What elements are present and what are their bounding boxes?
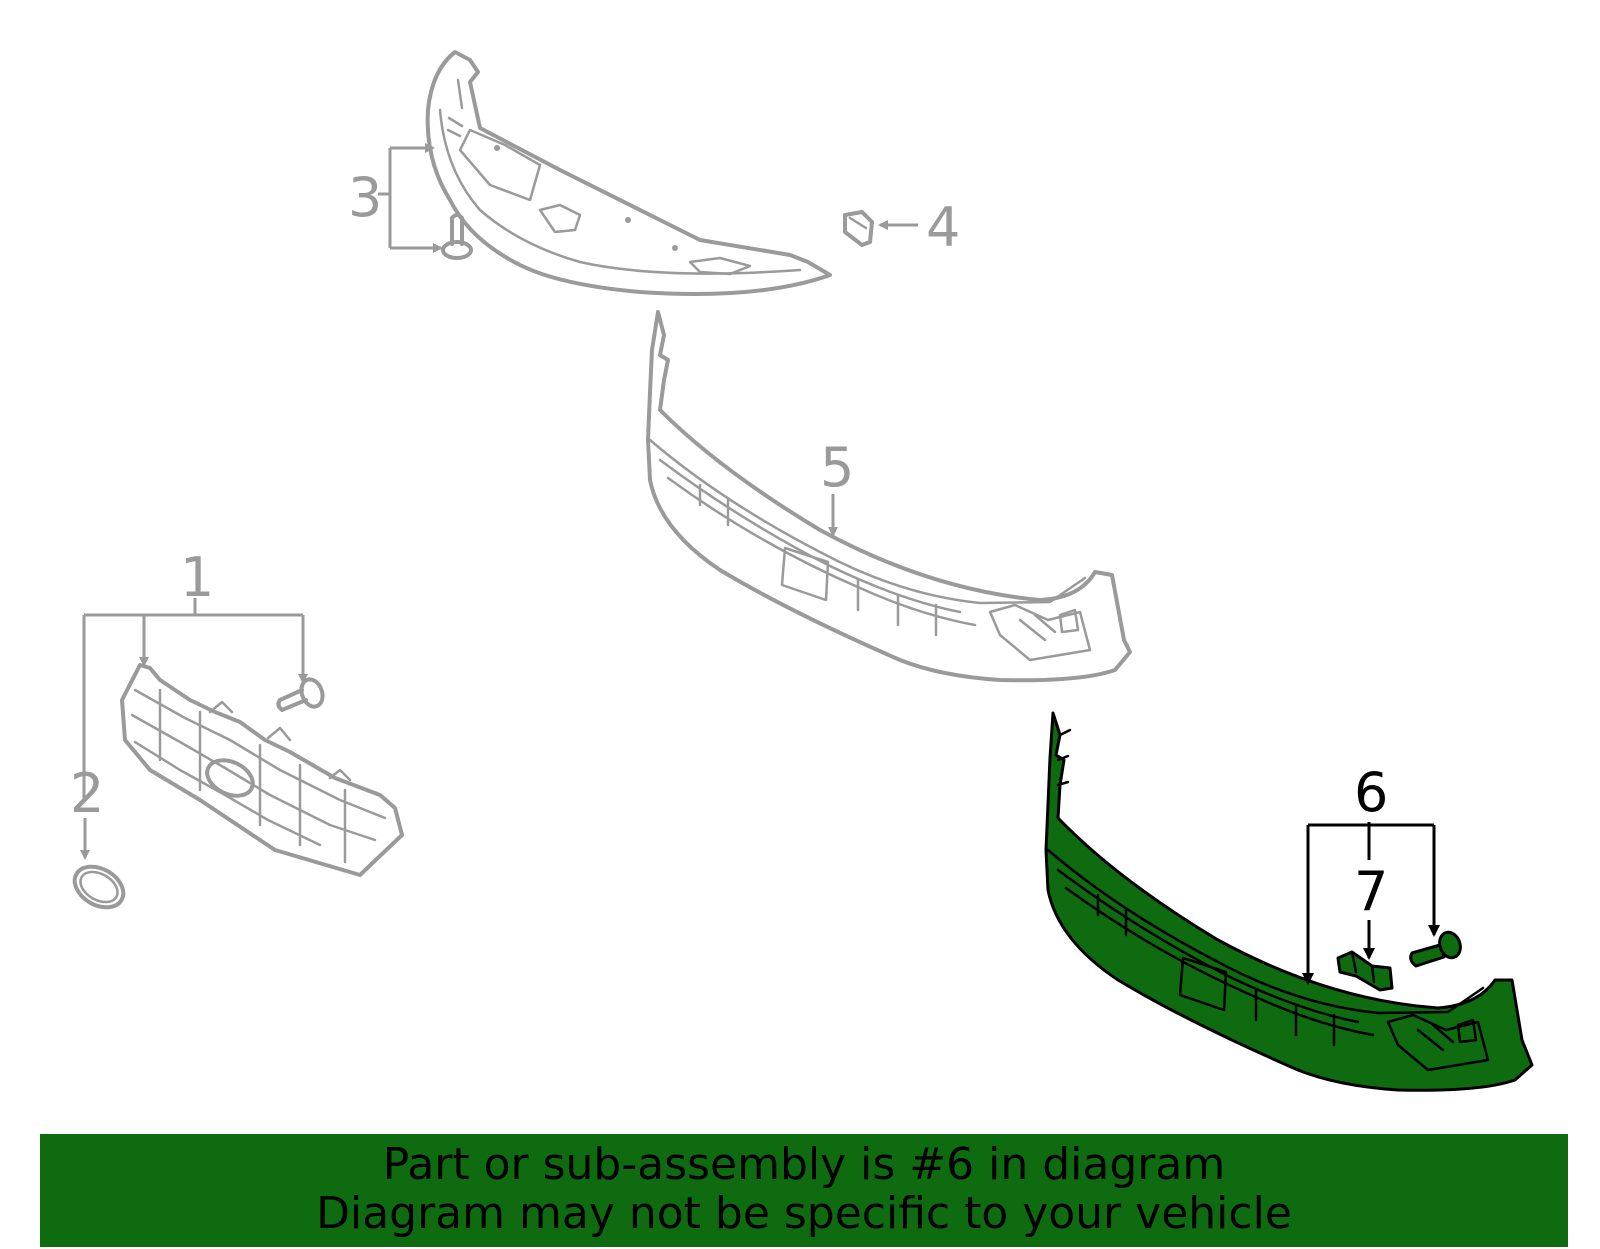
callout-2[interactable]: 2 [70, 762, 104, 825]
part-2-emblem[interactable] [67, 858, 130, 915]
bolt-6[interactable] [1409, 929, 1464, 968]
part-4-clip[interactable] [843, 210, 874, 247]
part-3-upper-frame[interactable] [425, 50, 832, 296]
callout-6[interactable]: 6 [1354, 761, 1388, 824]
leader-1 [82, 598, 308, 800]
bolt-3[interactable] [441, 213, 473, 260]
leader-6 [1302, 822, 1440, 985]
callout-4[interactable]: 4 [926, 196, 960, 259]
callout-5[interactable]: 5 [820, 436, 854, 499]
callout-3[interactable]: 3 [348, 166, 382, 229]
info-banner: Part or sub-assembly is #6 in diagram Di… [40, 1134, 1568, 1247]
banner-line-2: Diagram may not be specific to your vehi… [316, 1188, 1292, 1239]
leader-3 [378, 143, 443, 253]
callout-7[interactable]: 7 [1354, 860, 1388, 923]
banner-line-1: Part or sub-assembly is #6 in diagram [382, 1139, 1226, 1190]
part-1-grille[interactable] [120, 663, 404, 877]
part-5-lower-cover[interactable] [646, 310, 1132, 683]
part-7-clip[interactable] [1336, 950, 1394, 992]
part-6-highlighted-lower-cover[interactable] [1044, 711, 1534, 1092]
callout-1[interactable]: 1 [180, 546, 214, 609]
